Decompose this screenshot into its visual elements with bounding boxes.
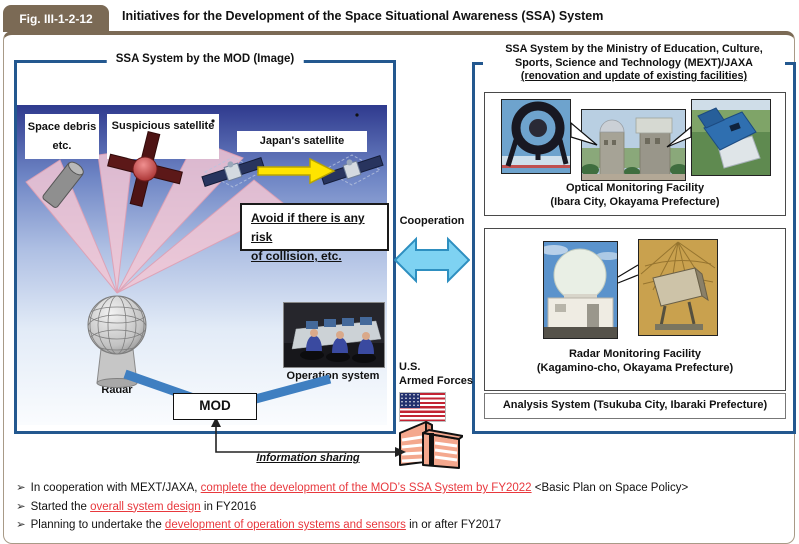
figure-number: Fig. III-1-2-12 bbox=[19, 12, 93, 26]
avoid-collision-note: Avoid if there is any risk of collision,… bbox=[240, 203, 389, 263]
mext-jaxa-box: SSA System by the Ministry of Education,… bbox=[472, 43, 796, 434]
optical-facility-label: Optical Monitoring Facility (Ibara City,… bbox=[550, 182, 720, 208]
information-sharing-arrow bbox=[211, 417, 406, 457]
radar-facility-label: Radar Monitoring Facility (Kagamino-cho,… bbox=[536, 348, 734, 374]
mod-system-box: SSA System by the MOD (Image) Space debr… bbox=[14, 53, 396, 434]
operation-system-label: Operation system bbox=[286, 370, 380, 382]
us-building-icon bbox=[399, 421, 463, 469]
japans-satellite-label: Japan's satellite bbox=[237, 131, 367, 152]
highlighted-text: overall system design bbox=[90, 500, 201, 513]
bullet-note: ➢Planning to undertake the development o… bbox=[16, 519, 502, 531]
mod-box-title: SSA System by the MOD (Image) bbox=[106, 53, 304, 65]
highlighted-text: development of operation systems and sen… bbox=[164, 519, 406, 531]
highlighted-text: complete the development of the MOD’s SS… bbox=[200, 482, 532, 494]
radar-label: Radar bbox=[101, 384, 133, 396]
us-armed-forces-label: U.S. Armed Forces bbox=[399, 361, 473, 387]
bullet-note: ➢Started the overall system design in FY… bbox=[16, 500, 257, 513]
bullet-notes: ➢In cooperation with MEXT/JAXA, complete… bbox=[16, 481, 786, 537]
bullet-marker-icon: ➢ bbox=[16, 500, 26, 513]
figure-number-tab: Fig. III-1-2-12 bbox=[3, 5, 109, 32]
space-debris-label: Space debris etc. bbox=[25, 114, 99, 159]
optical-facility-box: Optical Monitoring Facility (Ibara City,… bbox=[484, 92, 786, 216]
radar-facility-box: Radar Monitoring Facility (Kagamino-cho,… bbox=[484, 228, 786, 391]
radome-building-photo bbox=[543, 241, 618, 339]
optical-telescope-photo bbox=[501, 99, 571, 174]
bullet-note: ➢In cooperation with MEXT/JAXA, complete… bbox=[16, 482, 689, 494]
mod-node: MOD bbox=[173, 393, 257, 420]
bullet-marker-icon: ➢ bbox=[16, 482, 26, 494]
observatory-building-photo bbox=[581, 109, 686, 181]
us-flag-icon bbox=[399, 392, 446, 422]
cooperation-arrow-icon bbox=[394, 236, 470, 284]
information-sharing-label: Information sharing bbox=[256, 452, 360, 464]
figure-title: Initiatives for the Development of the S… bbox=[122, 9, 604, 23]
analysis-system-box: Analysis System (Tsukuba City, Ibaraki P… bbox=[484, 393, 786, 419]
cooperation-label: Cooperation bbox=[399, 215, 465, 227]
optical-telescope-mount-photo bbox=[691, 99, 771, 176]
suspicious-satellite-label: Suspicious satellite bbox=[107, 114, 219, 159]
operation-system-photo bbox=[283, 302, 385, 368]
mext-box-title: SSA System by the Ministry of Education,… bbox=[483, 43, 785, 84]
bullet-marker-icon: ➢ bbox=[16, 519, 26, 531]
radar-antenna-photo bbox=[638, 239, 718, 336]
